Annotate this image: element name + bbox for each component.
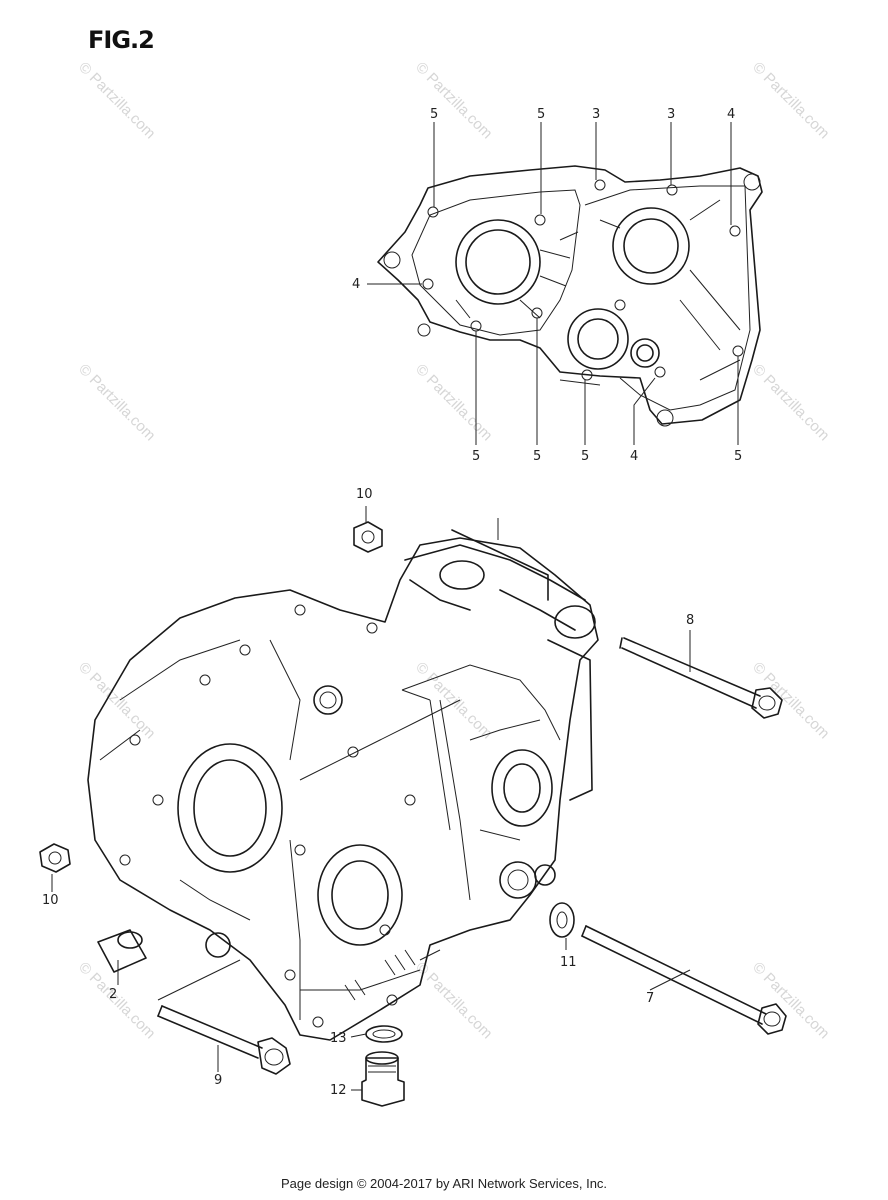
footer-credit: Page design © 2004-2017 by ARI Network S… (280, 1176, 608, 1191)
top-label: 3 (592, 107, 600, 122)
drain-plug-part-12 (361, 1051, 405, 1107)
washer-part-11 (549, 902, 575, 938)
top-label: 4 (352, 277, 360, 292)
bolt-part-7 (581, 925, 787, 1035)
top-label: 3 (667, 107, 675, 122)
callout-9: 9 (214, 1073, 222, 1088)
callout-12: 12 (330, 1083, 347, 1098)
dowel-pin-part-2 (97, 929, 147, 973)
callout-7: 7 (646, 991, 654, 1006)
watermark: © Partzilla.com (749, 361, 832, 444)
nut-part-10 (39, 521, 383, 873)
top-label: 4 (727, 107, 735, 122)
bolt-part-8 (619, 637, 783, 719)
watermark: © Partzilla.com (412, 959, 495, 1042)
callout-10-left: 10 (42, 893, 59, 908)
gasket-part-13 (365, 1025, 403, 1043)
top-label: 5 (430, 107, 438, 122)
main-callouts (51, 506, 691, 1091)
top-label: 5 (734, 449, 742, 464)
main-callout-labels: 1 2 7 8 9 10 10 11 12 13 (42, 487, 694, 1098)
top-label: 4 (630, 449, 638, 464)
callout-13: 13 (330, 1031, 347, 1046)
top-view-callouts: 5 5 3 3 4 4 5 5 5 4 5 6 (352, 107, 742, 464)
watermark: © Partzilla.com (412, 59, 495, 142)
watermark: © Partzilla.com (75, 659, 158, 742)
watermark: © Partzilla.com (749, 659, 832, 742)
top-label: 5 (537, 107, 545, 122)
crankcase-assembly (87, 529, 599, 1041)
watermark: © Partzilla.com (749, 959, 832, 1042)
callout-2: 2 (109, 987, 117, 1002)
callout-10-top: 10 (356, 487, 373, 502)
figure-title: FIG.2 (88, 26, 155, 54)
crankcase-top-view (377, 165, 763, 427)
top-label: 5 (472, 449, 480, 464)
callout-8: 8 (686, 613, 694, 628)
watermark: © Partzilla.com (412, 361, 495, 444)
top-label: 5 (581, 449, 589, 464)
callout-11: 11 (560, 955, 577, 970)
bolt-part-9 (157, 1005, 291, 1075)
watermark: © Partzilla.com (75, 59, 158, 142)
watermark: © Partzilla.com (75, 361, 158, 444)
watermark: © Partzilla.com (749, 59, 832, 142)
top-label: 5 (533, 449, 541, 464)
